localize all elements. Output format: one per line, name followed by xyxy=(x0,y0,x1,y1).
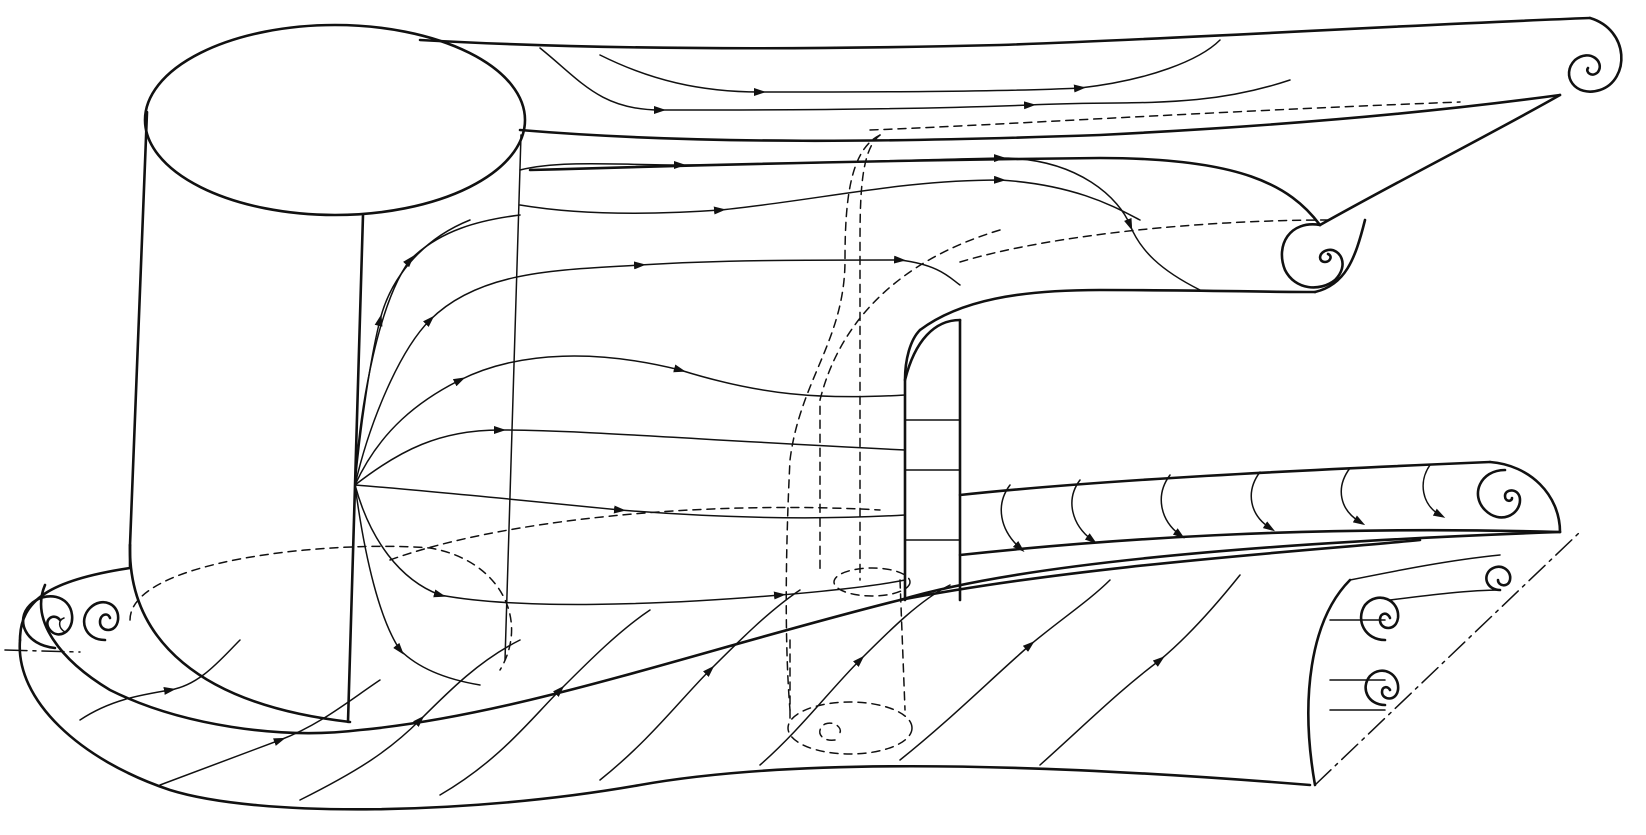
upper-streamline-a xyxy=(519,154,1201,291)
middle-ribbon-bottom-edge xyxy=(918,288,1317,332)
ground-sheet-inner-edge xyxy=(39,538,1422,735)
middle-ribbon-spiral-outer xyxy=(1313,218,1367,294)
central-wall-top xyxy=(903,318,962,382)
upper-streamline-b xyxy=(519,175,1141,221)
upstream-axis xyxy=(4,649,81,653)
lower-tube-edge-1 xyxy=(1349,554,1501,581)
diagonal-connector xyxy=(1318,93,1562,227)
node-streamline-2 xyxy=(354,255,961,486)
upper-ribbon-dashed xyxy=(869,101,1461,131)
central-streamlines xyxy=(354,154,1201,686)
upper-ribbon-streamline-2 xyxy=(599,39,1221,96)
trailing-vortex xyxy=(785,134,1001,755)
ground-streamline-3 xyxy=(299,639,521,801)
lower-wake-vortices xyxy=(1307,531,1581,787)
ground-streamlines xyxy=(79,574,1241,801)
middle-ribbon-spiral xyxy=(1280,223,1344,289)
node-streamline-4 xyxy=(354,426,906,486)
node-streamline-7 xyxy=(354,484,481,686)
trailing-vortex-column xyxy=(789,579,906,721)
trailing-vortex-left xyxy=(785,134,881,711)
cylinder-right-edge xyxy=(504,134,522,661)
ground-sheet-horizon xyxy=(18,543,132,642)
right-ribbon-hatch-5 xyxy=(1340,467,1366,526)
trailing-vortex-right xyxy=(859,134,881,581)
wake-end-face xyxy=(1307,578,1352,787)
upper-ribbon-streamline xyxy=(539,47,1291,114)
right-ribbon-hatch-1 xyxy=(1000,484,1025,553)
ground-sheet xyxy=(4,530,1562,811)
cylinder-base-front xyxy=(128,543,352,724)
horseshoe-spiral-tiny xyxy=(58,617,66,633)
central-surface-dashed xyxy=(389,506,881,561)
node-streamline-3 xyxy=(354,355,906,486)
horseshoe-vortices xyxy=(21,595,120,650)
ground-sheet-outer-edge xyxy=(18,638,1312,811)
right-wake-ribbon xyxy=(958,460,1562,557)
ground-streamline-7 xyxy=(899,579,1111,761)
horseshoe-spiral-outer xyxy=(21,595,74,650)
ground-sheet-back-edge xyxy=(898,530,1562,602)
central-wall xyxy=(903,318,962,602)
node-streamline-5 xyxy=(354,484,906,519)
horseshoe-spiral-inner xyxy=(82,601,120,642)
trailing-vortex-base-spiral xyxy=(819,722,842,741)
trailing-vortex-mid-ring xyxy=(833,567,911,597)
ground-streamline-5 xyxy=(599,589,801,781)
node-streamline-6 xyxy=(354,484,906,606)
right-ribbon-top-edge xyxy=(958,460,1492,497)
node-streamline-8 xyxy=(354,219,471,486)
right-ribbon-hatch-2 xyxy=(1071,479,1097,544)
cylinder-left-edge xyxy=(128,110,149,547)
lower-tube-spiral-a xyxy=(1359,596,1400,642)
lower-tube-spiral-b xyxy=(1364,669,1400,707)
ground-streamline-8 xyxy=(1039,574,1241,766)
upper-ribbon-spiral xyxy=(1567,16,1623,93)
right-ribbon-spiral xyxy=(1476,460,1562,534)
middle-ribbon-top-edge xyxy=(528,156,1322,227)
ground-streamline-2 xyxy=(159,679,381,786)
wake-cut-line xyxy=(1314,531,1581,786)
right-ribbon-bottom-edge xyxy=(958,528,1562,557)
lower-tube-edge-5 xyxy=(1389,589,1501,601)
cylinder-base-back xyxy=(129,545,513,671)
upper-ribbon-top-edge xyxy=(418,16,1592,50)
ground-streamline-1 xyxy=(79,639,241,721)
trailing-vortex-base xyxy=(787,701,913,755)
lower-tube-spiral-c xyxy=(1485,565,1512,592)
upper-ribbon-bottom-edge xyxy=(518,93,1562,143)
right-ribbon-hatch-3 xyxy=(1160,474,1185,539)
right-ribbon-hatch-4 xyxy=(1250,471,1276,532)
ground-streamline-4 xyxy=(439,609,651,796)
cylinder xyxy=(128,23,527,724)
upper-wake-ribbon xyxy=(418,16,1623,143)
cylinder-top xyxy=(143,23,527,217)
right-ribbon-hatch-6 xyxy=(1422,464,1446,518)
middle-ribbon-dashed xyxy=(959,219,1331,263)
trailing-vortex-spine xyxy=(819,229,1001,571)
ground-streamline-6 xyxy=(759,584,951,766)
